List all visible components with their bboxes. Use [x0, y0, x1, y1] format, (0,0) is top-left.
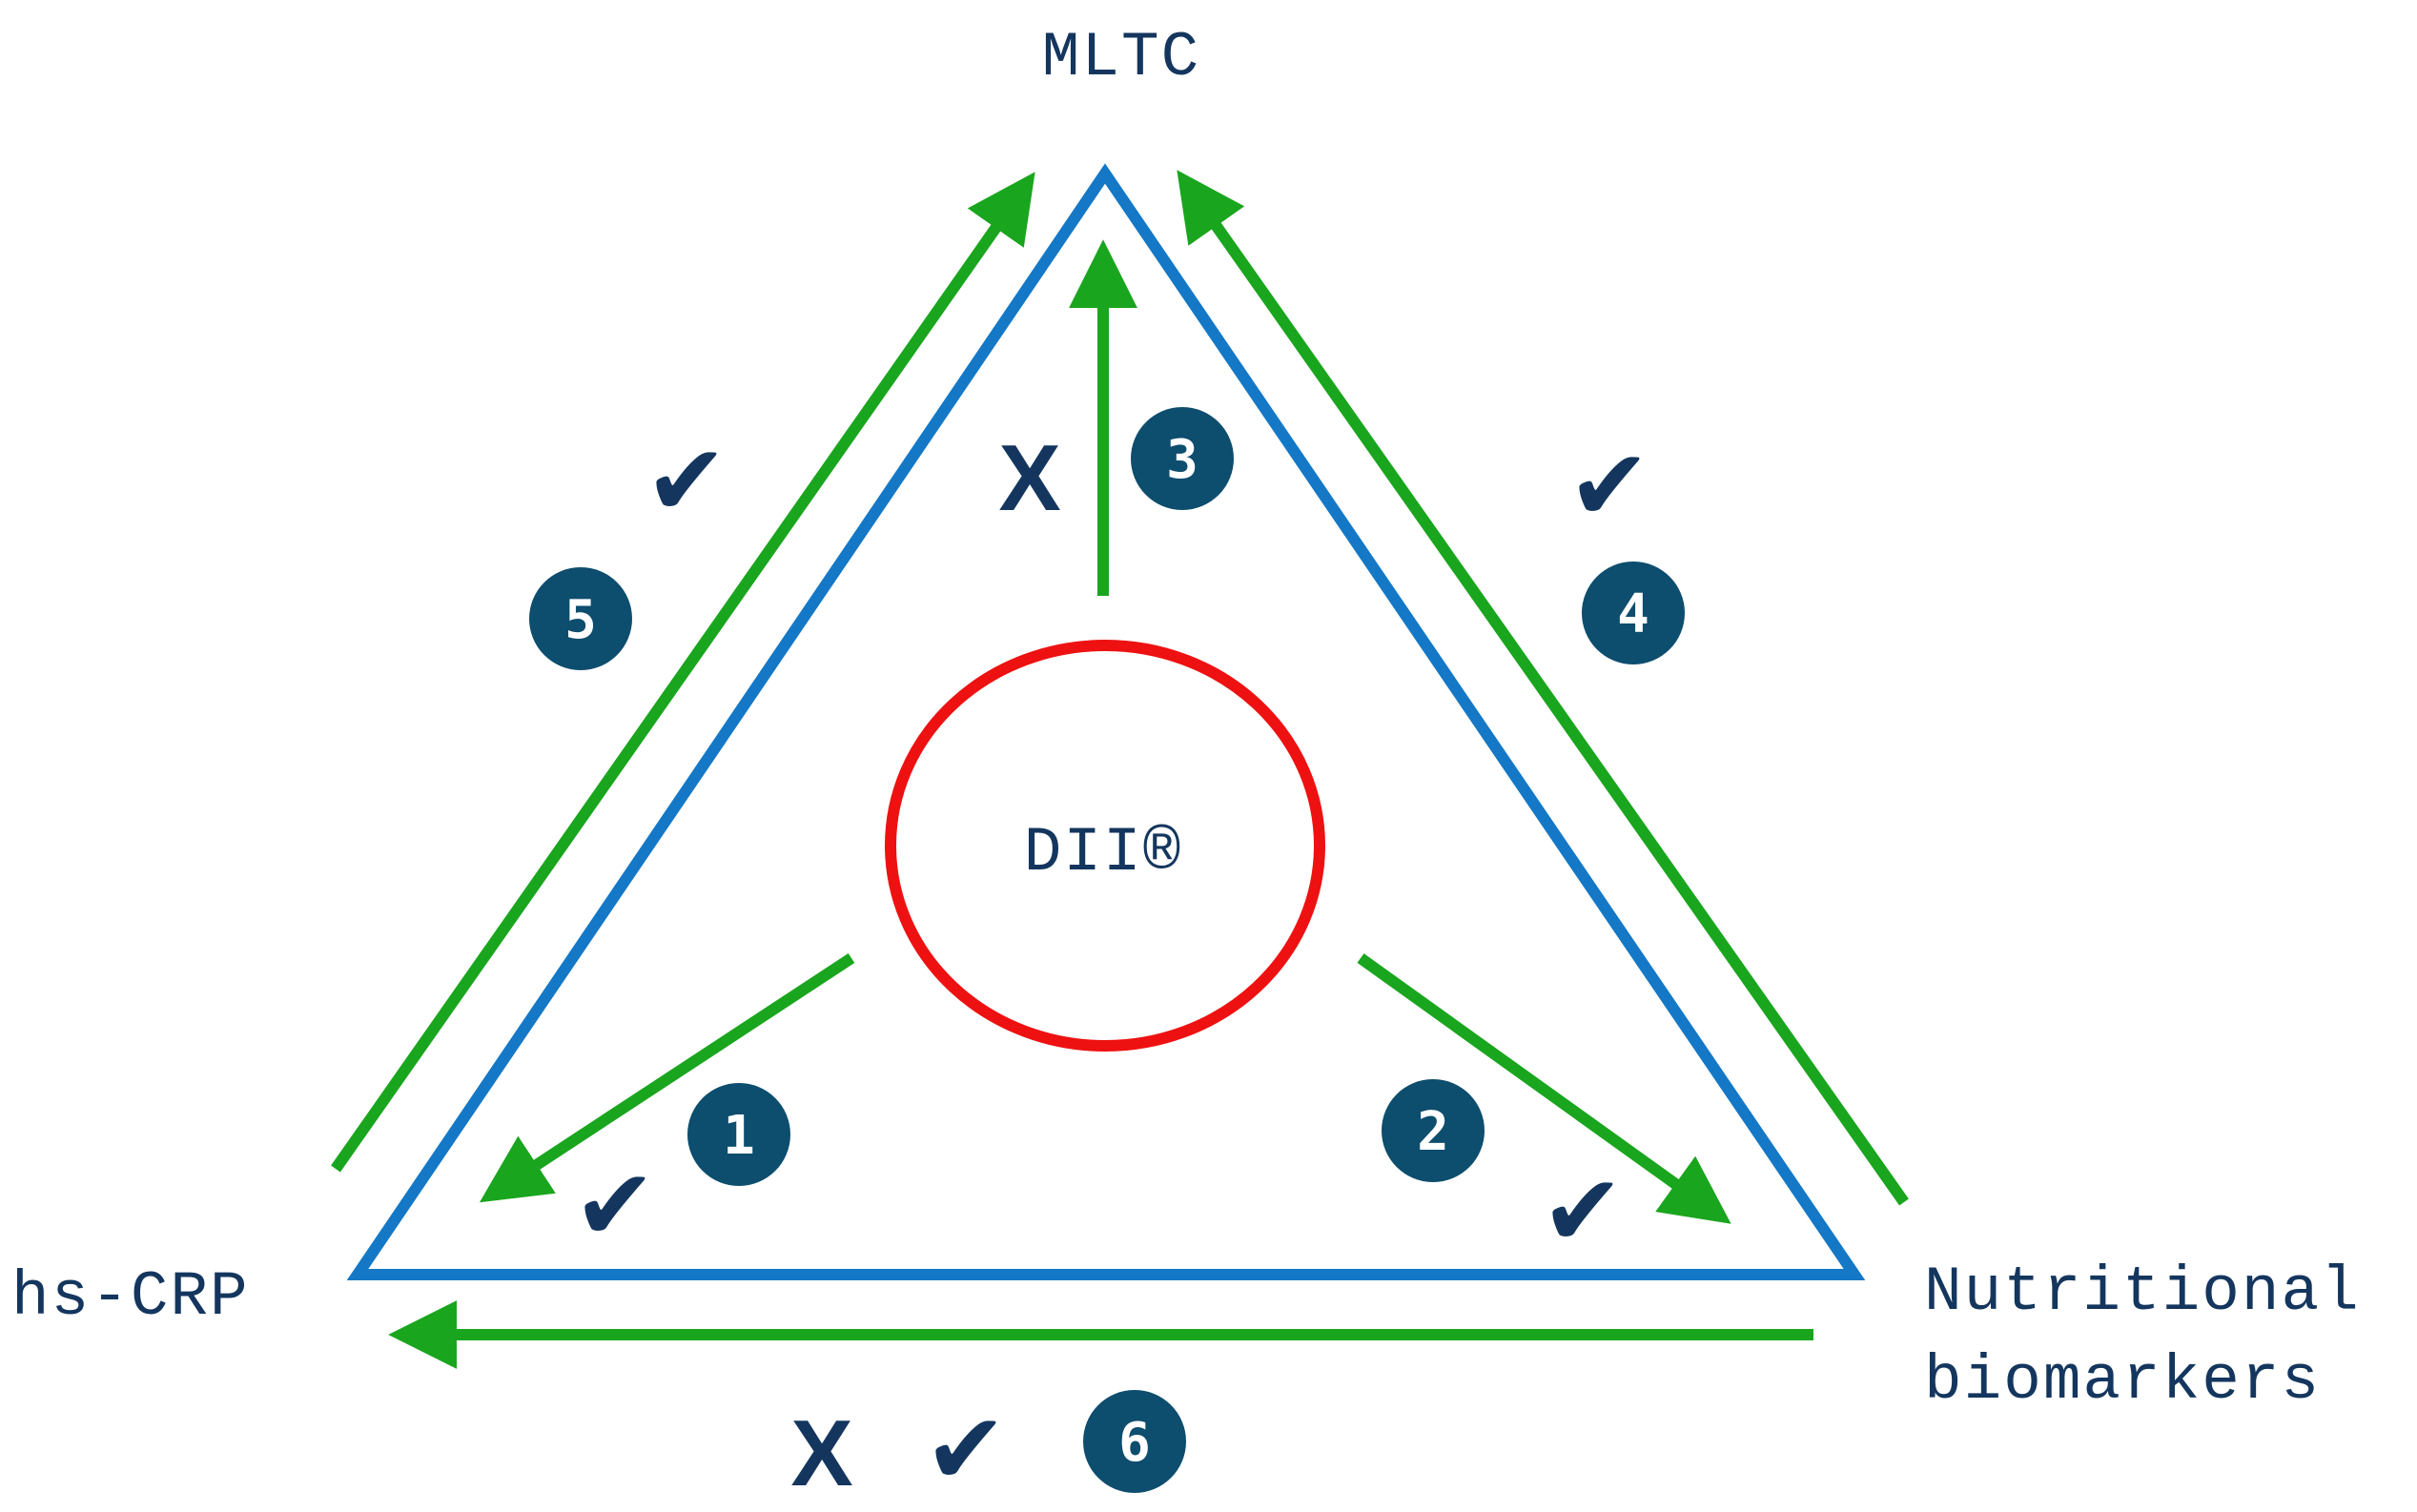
badge-2-circle: [1382, 1079, 1485, 1182]
badge-5-circle: [529, 567, 632, 670]
badge-4-label: 4: [1617, 583, 1649, 645]
arrow-2-dii-to-nutritional: [1357, 953, 1731, 1224]
node-label-dii: DII®: [1024, 817, 1182, 889]
checkmark-icon: ✔: [1541, 1153, 1624, 1269]
badge-3-label: 3: [1166, 429, 1198, 491]
node-label-biomarkers: biomarkers: [1924, 1345, 2321, 1417]
checkmark-icon: ✔: [645, 422, 727, 539]
badge-5-label: 5: [564, 589, 597, 651]
cross-icon: X: [998, 425, 1060, 530]
badge-3: 3: [1131, 407, 1234, 510]
cross-icon: X: [790, 1400, 852, 1505]
node-label-mltc: MLTC: [1042, 22, 1200, 93]
badge-2: 2: [1382, 1079, 1485, 1182]
badge-3-circle: [1131, 407, 1234, 510]
checkmark-icon: ✔: [1567, 427, 1650, 543]
arrow-1-dii-to-hscrp: [479, 952, 855, 1203]
triangle-outline: [346, 163, 1866, 1280]
badge-2-label: 2: [1417, 1101, 1449, 1163]
badge-6: 6: [1083, 1390, 1186, 1493]
node-label-nutritional: Nutritional: [1924, 1257, 2361, 1328]
arrow-4-nutritional-to-mltc: [1177, 170, 1909, 1206]
badge-4-circle: [1582, 562, 1685, 664]
badge-4: 4: [1582, 562, 1685, 664]
badge-1: 1: [687, 1083, 790, 1186]
badge-1-label: 1: [723, 1105, 755, 1167]
badge-6-label: 6: [1118, 1412, 1151, 1474]
checkmark-icon: ✔: [924, 1391, 1007, 1507]
arrow-5-hscrp-to-mltc: [331, 172, 1035, 1173]
dii-circle: [885, 640, 1325, 1052]
badge-1-circle: [687, 1083, 790, 1186]
node-label-hscrp: hs-CRP: [11, 1261, 250, 1333]
checkmark-icon: ✔: [573, 1147, 656, 1263]
badge-5: 5: [529, 567, 632, 670]
badge-6-circle: [1083, 1390, 1186, 1493]
